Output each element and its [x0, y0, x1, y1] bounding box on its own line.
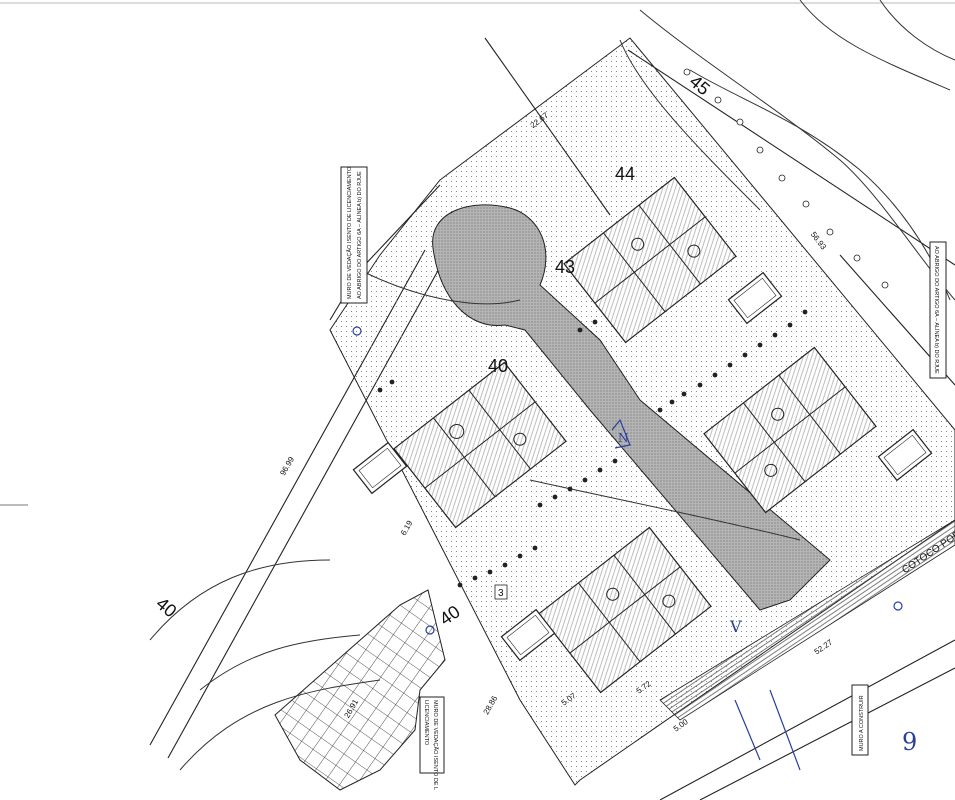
sign-box-right: AO ABRIGO DO ARTIGO 6A – ALÍNEA b) DO RJ… [929, 241, 947, 379]
ink-marks [352, 326, 903, 771]
contour-label-43: 43 [555, 257, 575, 277]
street-strip [659, 519, 955, 721]
sign-note-6: MURO A CONSTRUIR [859, 695, 865, 751]
handwritten-mark-v: V [729, 617, 742, 636]
dimension-label: 28.86 [482, 694, 500, 716]
sign-note-5: LICENCIAMENTO [423, 700, 429, 746]
tree-rows [377, 309, 808, 588]
contour-label-40-b: 40 [152, 593, 180, 621]
contour-label-45: 45 [686, 71, 714, 99]
handwritten-mark-n: N [618, 431, 629, 445]
house-1 [563, 176, 737, 344]
sign-box-left: MURO DE VEDAÇÃO ISENTO DE LICENCIAMENTO … [340, 166, 368, 304]
sign-box-bottom: MURO DE VEDAÇÃO ISENTO DE L LICENCIAMENT… [419, 696, 445, 790]
house-2 [393, 361, 567, 529]
dimension-label: 52.27 [813, 637, 835, 656]
contour-lines [149, 0, 955, 771]
sign-note-3: AO ABRIGO DO ARTIGO 6A – ALÍNEA b) DO RJ… [933, 246, 940, 374]
pole-markers [683, 68, 889, 289]
contour-label-40-c: 40 [436, 601, 464, 629]
dimension-label: 6.19 [399, 519, 415, 537]
lot-number: 3 [498, 588, 504, 599]
sign-box-wall: MURO A CONSTRUIR [851, 684, 869, 756]
contour-label-40-a: 40 [488, 356, 508, 376]
house-4 [538, 526, 712, 694]
contour-label-44: 44 [615, 164, 635, 184]
dimension-label: 56.93 [809, 230, 829, 252]
sign-note-2: AO ABRIGO DO ARTIGO 6A – ALÍNEA b) DO RJ… [356, 171, 363, 299]
sign-note-1: MURO DE VEDAÇÃO ISENTO DE LICENCIAMENTO [346, 166, 353, 299]
dimension-label: 5.00 [672, 717, 690, 734]
pools [352, 271, 933, 662]
access-road [432, 204, 831, 611]
dimension-label: 96.99 [278, 455, 296, 477]
sign-note-4: MURO DE VEDAÇÃO ISENTO DE L [432, 700, 439, 790]
lot-number-box [494, 584, 508, 600]
neighbour-parcel [274, 589, 446, 791]
handwritten-number: 9 [902, 728, 917, 756]
house-3 [703, 346, 877, 514]
